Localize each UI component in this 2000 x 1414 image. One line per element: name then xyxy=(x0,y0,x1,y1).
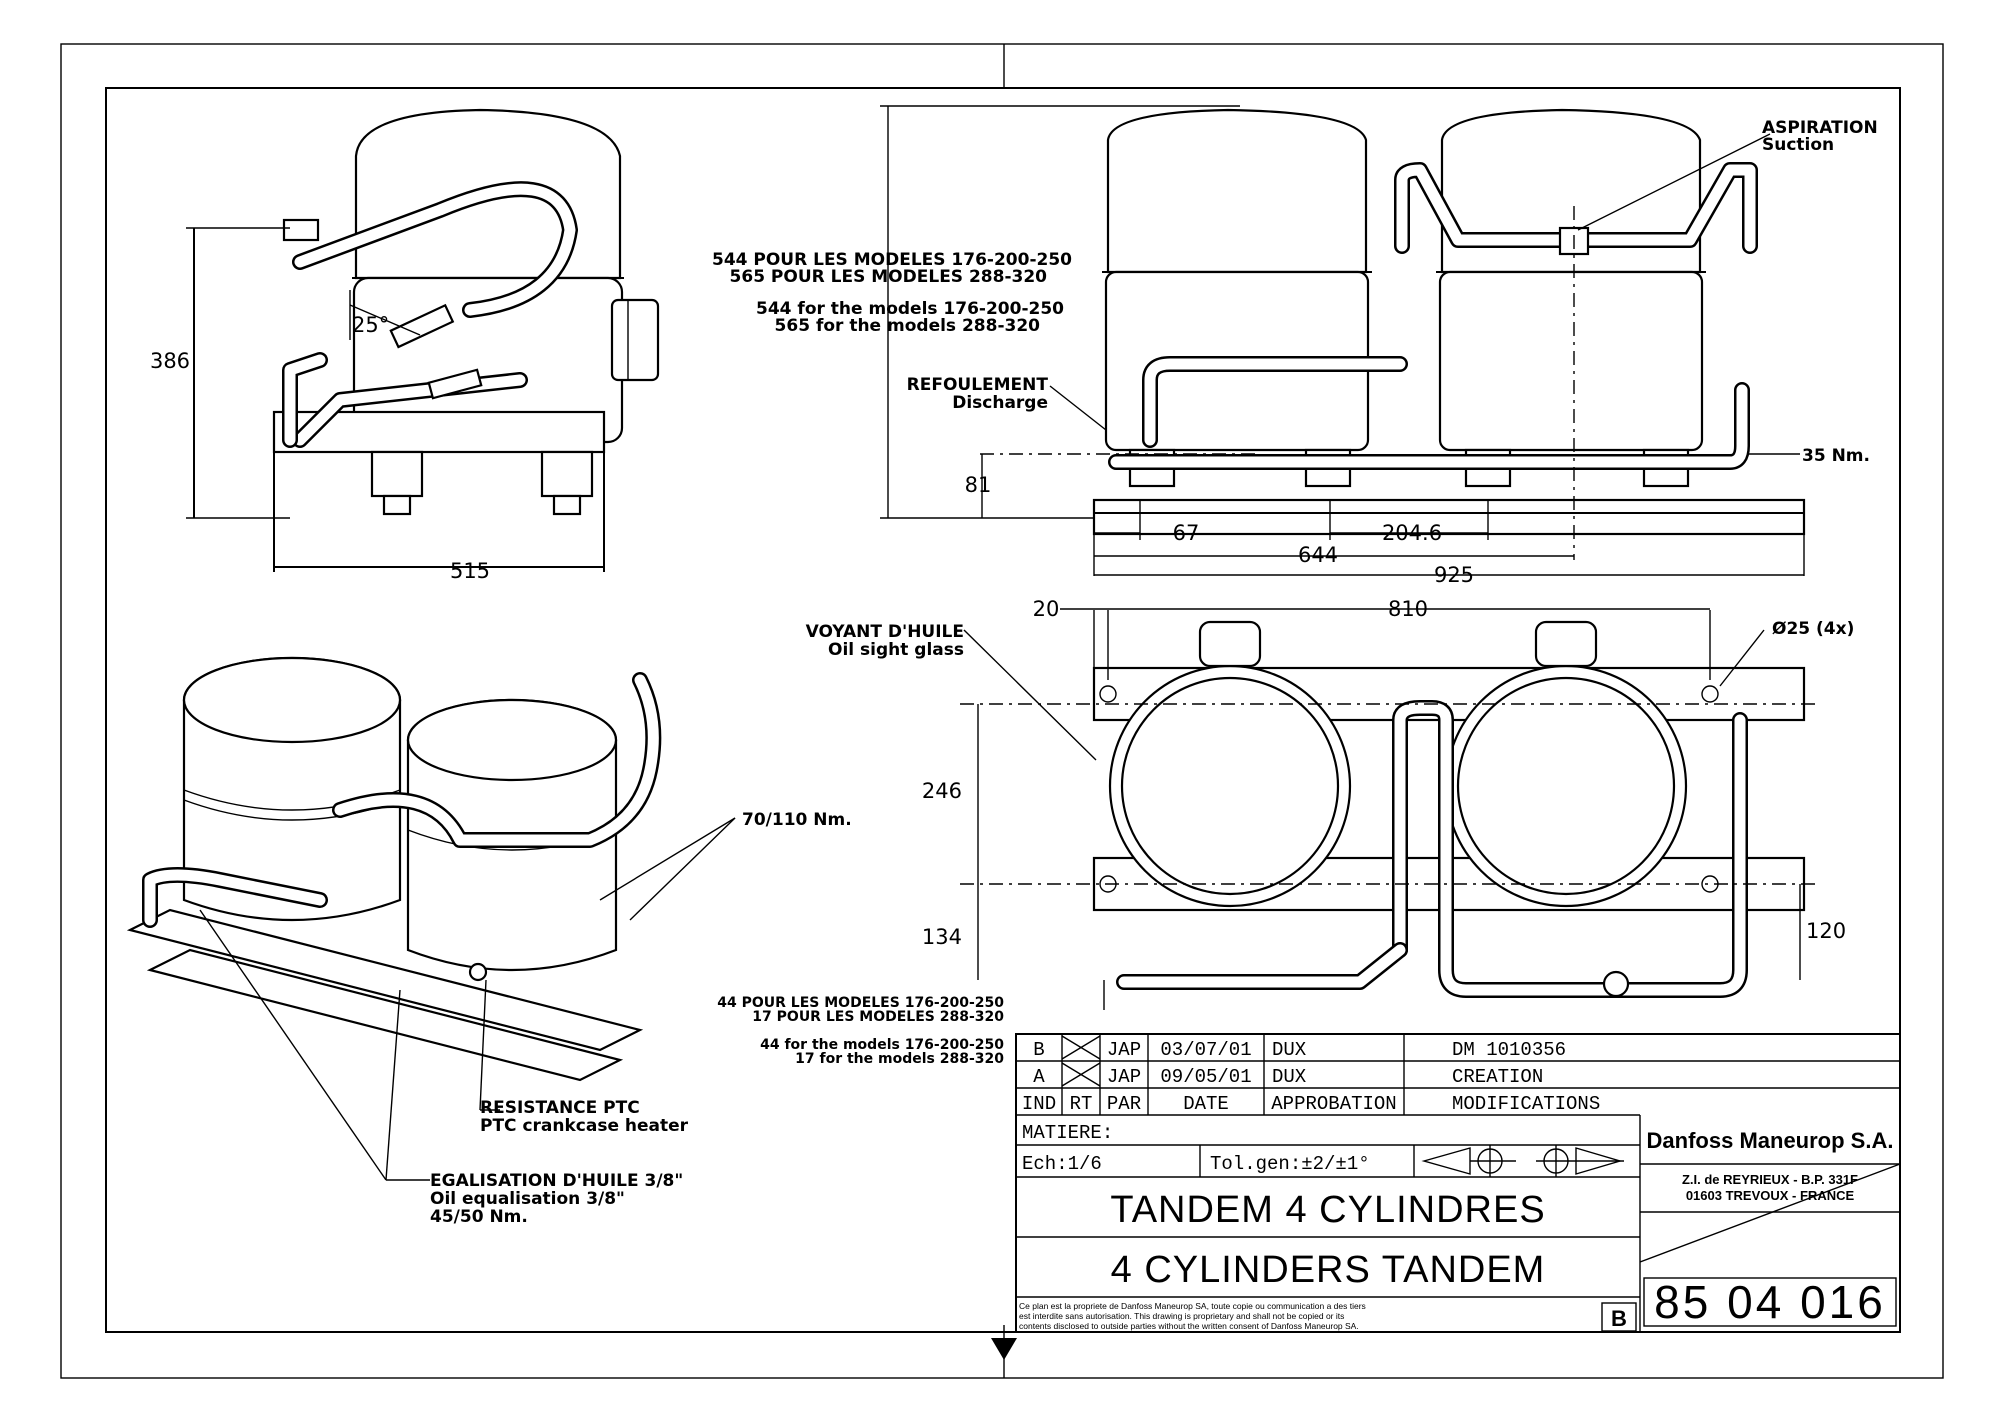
revision-letter: B xyxy=(1611,1306,1627,1331)
disclaimer-2: est interdite sans autorisation. This dr… xyxy=(1019,1311,1344,1321)
top-dim-246: 246 xyxy=(922,779,962,803)
header-rt: RT xyxy=(1070,1093,1093,1115)
oil-eq-en-label: Oil equalisation 3/8" xyxy=(430,1189,625,1209)
suction-en-label: Suction xyxy=(1762,135,1834,155)
top-dim-20: 20 xyxy=(1033,597,1060,621)
company-name: Danfoss Maneurop S.A. xyxy=(1647,1128,1894,1153)
header-date: DATE xyxy=(1183,1093,1229,1115)
rev-a-par: JAP xyxy=(1107,1066,1141,1088)
oil-sight-en-label: Oil sight glass xyxy=(828,640,964,660)
holes-label: Ø25 (4x) xyxy=(1772,619,1854,639)
height-note-fr-1: 544 POUR LES MODELES 176-200-250 xyxy=(712,250,1072,270)
front-dim-67: 67 xyxy=(1173,521,1200,545)
matiere-label: MATIERE: xyxy=(1022,1122,1113,1144)
tolerance-label: Tol.gen:±2/±1° xyxy=(1210,1153,1370,1175)
company-address-1: Z.I. de REYRIEUX - B.P. 331F xyxy=(1682,1172,1858,1187)
oil-sight-fr-label: VOYANT D'HUILE xyxy=(806,622,964,642)
rev-b-par: JAP xyxy=(1107,1039,1141,1061)
rev-a-date: 09/05/01 xyxy=(1160,1066,1251,1088)
torque-70-label: 70/110 Nm. xyxy=(742,810,852,830)
torque-35-label: 35 Nm. xyxy=(1802,446,1870,466)
scale-label: Ech:1/6 xyxy=(1022,1153,1102,1175)
outer-frame xyxy=(60,43,1944,1379)
side-angle-dim: 25° xyxy=(352,313,389,337)
discharge-en-label: Discharge xyxy=(952,393,1048,413)
header-ind: IND xyxy=(1022,1093,1056,1115)
front-dim-644: 644 xyxy=(1298,543,1338,567)
rev-a-appro: DUX xyxy=(1272,1066,1307,1088)
title-fr: TANDEM 4 CYLINDRES xyxy=(1110,1189,1545,1231)
offset-en-2: 17 for the models 288-320 xyxy=(795,1051,1004,1067)
ptc-en-label: PTC crankcase heater xyxy=(480,1116,689,1136)
center-mark-bottom xyxy=(991,1325,1017,1378)
title-en: 4 CYLINDERS TANDEM xyxy=(1111,1249,1546,1291)
rev-b-date: 03/07/01 xyxy=(1160,1039,1251,1061)
height-note-en-2: 565 for the models 288-320 xyxy=(775,316,1041,336)
rev-b-appro: DUX xyxy=(1272,1039,1307,1061)
front-dim-204: 204.6 xyxy=(1382,521,1442,545)
height-note-en-1: 544 for the models 176-200-250 xyxy=(756,299,1064,319)
oil-eq-torque-label: 45/50 Nm. xyxy=(430,1207,528,1227)
side-height-dim: 386 xyxy=(150,349,190,373)
top-dim-120: 120 xyxy=(1806,919,1846,943)
offset-en-1: 44 for the models 176-200-250 xyxy=(760,1037,1004,1053)
top-view xyxy=(960,608,1820,1010)
discharge-fr-label: REFOULEMENT xyxy=(907,375,1049,395)
front-dim-81: 81 xyxy=(965,473,992,497)
isometric-view xyxy=(126,656,736,1181)
inner-frame xyxy=(105,87,1901,1333)
rev-a-mod: CREATION xyxy=(1452,1066,1543,1088)
disclaimer-3: contents disclosed to outside parties wi… xyxy=(1019,1321,1359,1331)
rev-b-mod: DM 1010356 xyxy=(1452,1039,1566,1061)
rev-b-ind: B xyxy=(1033,1039,1044,1061)
top-dim-810: 810 xyxy=(1388,597,1428,621)
rev-a-ind: A xyxy=(1033,1066,1045,1088)
side-view xyxy=(186,108,660,572)
company-address-2: 01603 TREVOUX - FRANCE xyxy=(1686,1188,1855,1203)
header-approbation: APPROBATION xyxy=(1271,1093,1396,1115)
suction-fr-label: ASPIRATION xyxy=(1762,118,1878,138)
drawing-number: 85 04 016 xyxy=(1654,1276,1886,1328)
header-par: PAR xyxy=(1107,1093,1141,1115)
oil-eq-fr-label: EGALISATION D'HUILE 3/8" xyxy=(430,1171,683,1191)
front-dim-925: 925 xyxy=(1434,563,1474,587)
top-dim-134: 134 xyxy=(922,925,962,949)
title-block xyxy=(1015,1033,1901,1333)
offset-fr-2: 17 POUR LES MODELES 288-320 xyxy=(752,1009,1004,1025)
ptc-fr-label: RESISTANCE PTC xyxy=(480,1098,640,1118)
front-view xyxy=(880,105,1806,576)
side-width-dim: 515 xyxy=(450,559,490,583)
disclaimer-1: Ce plan est la propriete de Danfoss Mane… xyxy=(1019,1301,1366,1311)
height-note-fr-2: 565 POUR LES MODELES 288-320 xyxy=(730,267,1048,287)
header-modifications: MODIFICATIONS xyxy=(1452,1093,1600,1115)
offset-fr-1: 44 POUR LES MODELES 176-200-250 xyxy=(717,995,1004,1011)
